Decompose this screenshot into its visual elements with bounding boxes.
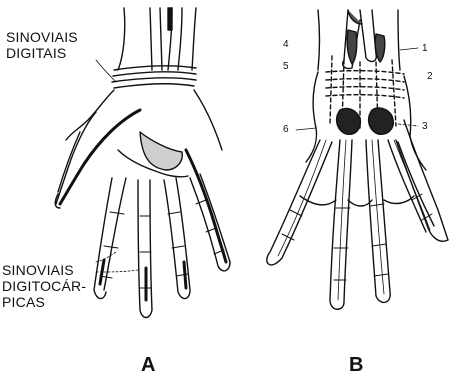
- label-num-3: 3: [422, 122, 428, 132]
- hand-a-palmar-bursa: [140, 132, 182, 170]
- hand-a-forearm-tendons: [150, 8, 182, 70]
- label-synovial-digitocarpal: SINOVIAIS DIGITOCÁR- PICAS: [2, 262, 86, 310]
- hand-a-forearm: [118, 8, 196, 70]
- hand-b-leader-6: [296, 128, 316, 130]
- hand-b-leader-3: [398, 124, 418, 126]
- label-num-2: 2: [427, 72, 433, 82]
- panel-label-b: B: [349, 354, 364, 377]
- hand-b-forearm: [318, 10, 400, 70]
- hand-a-thumb: [55, 112, 96, 208]
- hand-b-leader-1: [400, 48, 418, 50]
- hand-b-fingers: [267, 140, 434, 309]
- hand-a-palm: [66, 90, 222, 177]
- hand-b-carpal-left: [337, 108, 361, 134]
- hand-a-little-sheath: [186, 150, 226, 262]
- hand-a-fingers: [94, 174, 230, 318]
- hand-b: [267, 10, 448, 309]
- label-num-4: 4: [283, 40, 289, 50]
- label-synovial-digital: SINOVIAIS DIGITAIS: [6, 29, 78, 61]
- leader-digital: [96, 60, 116, 82]
- panel-label-a: A: [141, 354, 156, 377]
- label-num-1: 1: [422, 44, 428, 54]
- label-num-6: 6: [283, 125, 289, 135]
- hand-a-wrist-bands: [112, 66, 196, 88]
- hand-b-carpal-right: [369, 108, 394, 134]
- label-num-5: 5: [283, 62, 289, 72]
